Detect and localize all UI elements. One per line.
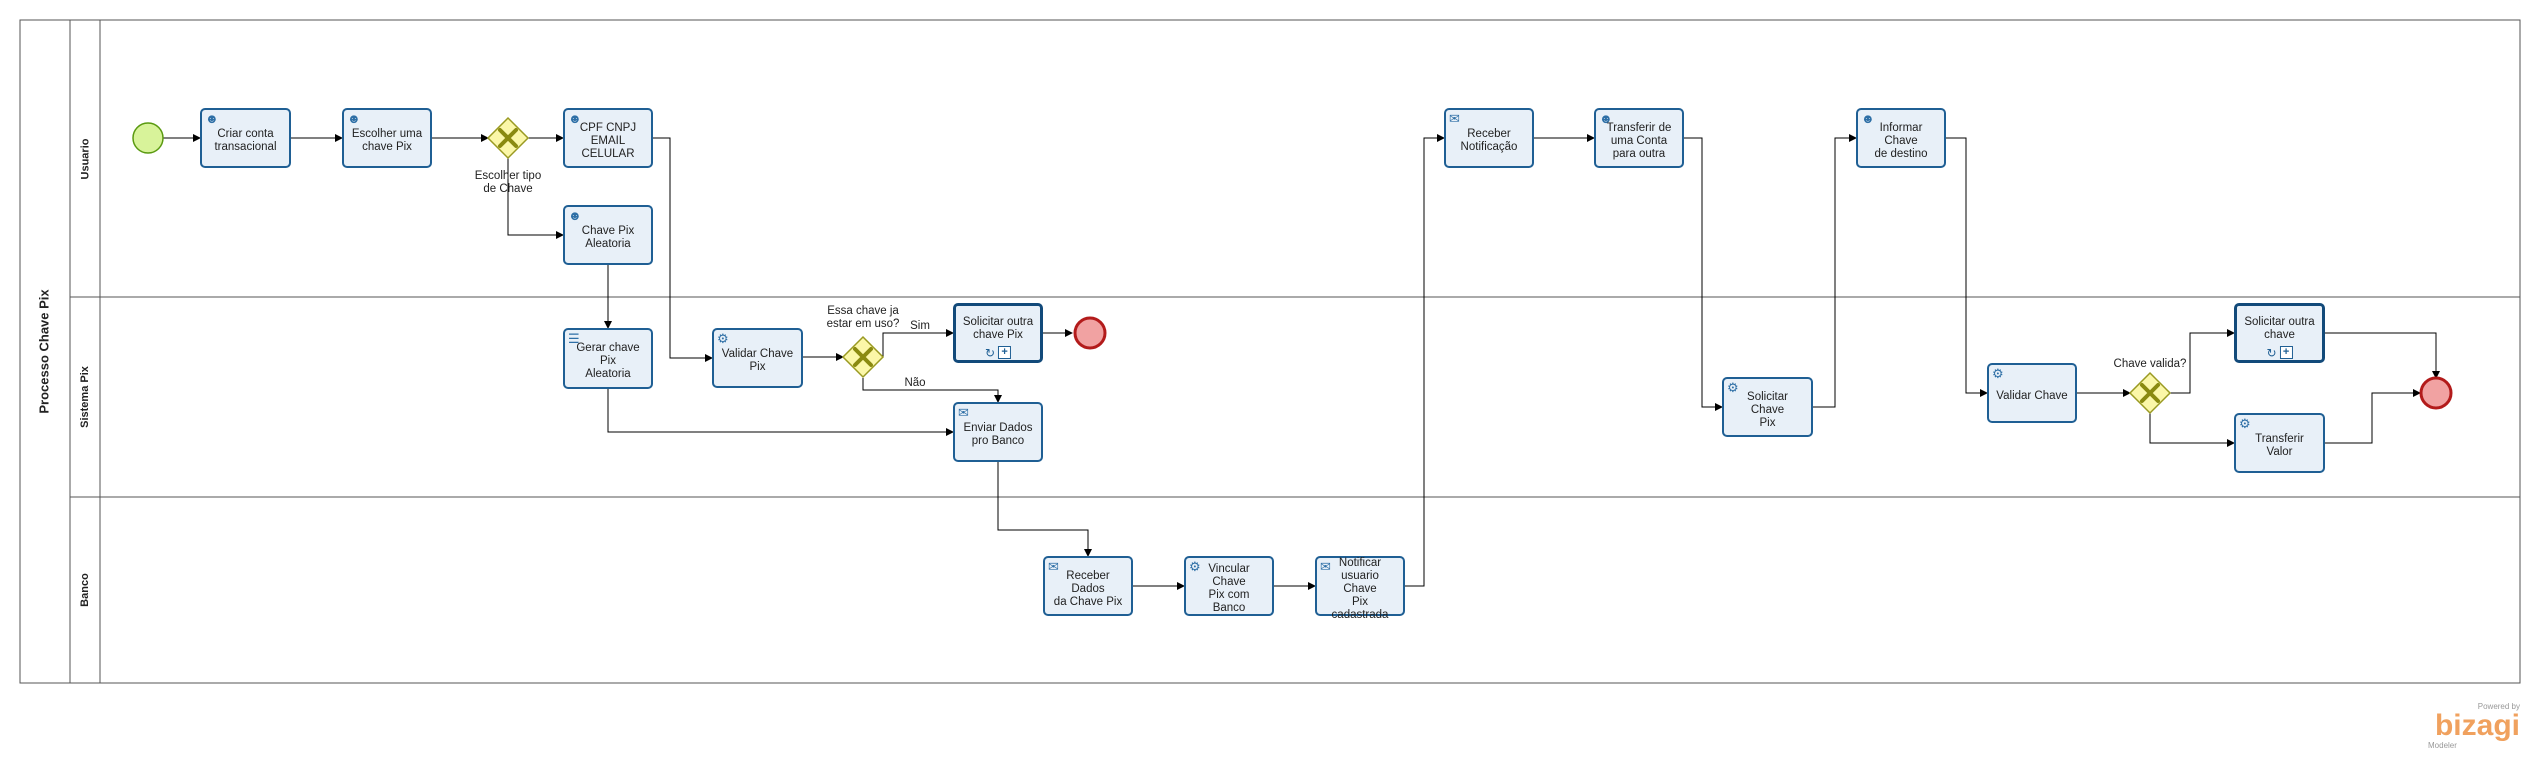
script-icon: ☰: [568, 331, 580, 346]
task-transferir-conta-label: Transferir de uma Conta para outra: [1606, 121, 1672, 160]
sequence-flows: [163, 134, 2440, 590]
task-gerar-chave-label: Gerar chave Pix Aleatoria: [576, 342, 640, 380]
flow-gw3-solicitar2: [2170, 329, 2235, 394]
subprocess-solicitar-outra-1-label: Solicitar outra chave Pix: [962, 316, 1034, 341]
task-solicitar-chave-pix-label: Solicitar Chave Pix: [1747, 390, 1788, 429]
envelope-outline-icon: ✉: [1449, 111, 1460, 126]
task-vincular-label: Vincular Chave Pix com Banco: [1208, 563, 1250, 614]
expand-icon[interactable]: +: [2279, 346, 2293, 359]
task-receber-notificacao-label: Receber Notificação: [1460, 128, 1518, 153]
task-notificar-label: Notificar usuario Chave Pix cadastrada: [1331, 556, 1389, 621]
gateway-valida: [2128, 371, 2172, 415]
task-cpf-cnpj[interactable]: ☻ CPF CNPJ EMAIL CELULAR: [563, 108, 653, 168]
flow-gw3-transferir: [2149, 413, 2235, 447]
flow-informar-validar: [1946, 137, 1988, 397]
gear-icon: ⚙: [1727, 380, 1739, 395]
start-event: [132, 122, 164, 154]
gateway-valida-label: Chave valida?: [2113, 358, 2187, 370]
subprocess-solicitar-outra-2[interactable]: Solicitar outra chave ↻ +: [2234, 303, 2325, 363]
flow-solicitar2-end2: [2325, 332, 2440, 379]
gear-icon: ⚙: [1992, 366, 2004, 381]
loop-icon: ↻: [2266, 345, 2277, 360]
task-enviar-dados[interactable]: ✉ Enviar Dados pro Banco: [953, 402, 1043, 462]
task-gerar-chave[interactable]: ☰ Gerar chave Pix Aleatoria: [563, 328, 653, 389]
end-event-2: [2419, 376, 2453, 410]
user-icon: ☻: [347, 111, 361, 126]
lane-usuario: Usuario: [70, 20, 100, 297]
task-transferir-conta[interactable]: ☻ Transferir de uma Conta para outra: [1594, 108, 1684, 168]
task-criar-conta[interactable]: ☻ Criar conta transacional: [200, 108, 291, 168]
gateway-tipo-chave: [486, 116, 530, 160]
task-notificar[interactable]: ✉ Notificar usuario Chave Pix cadastrada: [1315, 556, 1405, 621]
flow-cpf-validar: [653, 137, 713, 362]
task-transferir-valor[interactable]: ⚙ Transferir Valor: [2234, 413, 2325, 473]
expand-icon[interactable]: +: [998, 346, 1012, 359]
flow-transferir-solicitarChave: [1684, 137, 1723, 411]
bizagi-logo: Powered by bizagi Modeler: [2420, 702, 2520, 750]
task-validar-chave-pix[interactable]: ⚙ Validar Chave Pix: [712, 328, 803, 388]
flow-gw2-enviar: [862, 378, 1002, 403]
task-receber-notificacao[interactable]: ✉ Receber Notificação: [1444, 108, 1534, 168]
gear-icon: ⚙: [2239, 416, 2251, 431]
user-icon: ☻: [568, 111, 582, 126]
user-icon: ☻: [1599, 111, 1613, 126]
task-informar-destino[interactable]: ☻ Informar Chave de destino: [1856, 108, 1946, 168]
lane-usuario-title: Usuario: [79, 138, 91, 179]
flow-solicitarChave-informar: [1813, 134, 1857, 408]
gateway-tipo-chave-label: Escolher tipo de Chave: [474, 170, 542, 195]
flow-label-sim: Sim: [910, 320, 930, 332]
lane-banco-title: Banco: [79, 573, 91, 607]
flow-notificar-receberNot: [1405, 134, 1445, 587]
gateway-em-uso-label: Essa chave ja estar em uso?: [826, 305, 900, 330]
task-escolher-chave[interactable]: ☻ Escolher uma chave Pix: [342, 108, 432, 168]
user-icon: ☻: [205, 111, 219, 126]
lane-banco: Banco: [70, 497, 100, 683]
flow-transferir-end2: [2325, 389, 2421, 444]
gear-icon: ⚙: [1189, 559, 1201, 574]
envelope-filled-icon: ✉: [1320, 559, 1331, 574]
user-icon: ☻: [1861, 111, 1875, 126]
task-escolher-chave-label: Escolher uma chave Pix: [351, 128, 423, 153]
task-cpf-cnpj-label: CPF CNPJ EMAIL CELULAR: [579, 121, 637, 160]
task-transferir-valor-label: Transferir Valor: [2255, 433, 2304, 458]
task-validar-chave-pix-label: Validar Chave Pix: [721, 348, 794, 373]
subprocess-solicitar-outra-1[interactable]: Solicitar outra chave Pix ↻ +: [953, 303, 1043, 363]
task-chave-aleatoria-label: Chave Pix Aleatoria: [581, 225, 635, 250]
pool-frame: [19, 19, 2521, 684]
flow-enviar-receber: [997, 462, 1092, 557]
envelope-filled-icon: ✉: [958, 405, 969, 420]
task-validar-chave-label: Validar Chave: [1996, 389, 2068, 402]
task-chave-aleatoria[interactable]: ☻ Chave Pix Aleatoria: [563, 205, 653, 265]
flow-gerar-enviar: [607, 389, 954, 436]
end-event-1: [1073, 316, 1107, 350]
pool-title-text: Processo Chave Pix: [36, 289, 52, 414]
brand-name: bizagi: [2434, 709, 2520, 742]
gear-icon: ⚙: [717, 331, 729, 346]
powered-by-text: Powered by: [2477, 702, 2520, 711]
user-icon: ☻: [568, 208, 582, 223]
lane-sistema-title: Sistema Pix: [79, 366, 92, 428]
task-enviar-dados-label: Enviar Dados pro Banco: [963, 422, 1033, 447]
subprocess-solicitar-outra-2-label: Solicitar outra chave: [2244, 316, 2315, 341]
task-receber-dados[interactable]: ✉ Receber Dados da Chave Pix: [1043, 556, 1133, 616]
brand-product: Modeler: [2428, 741, 2457, 750]
task-criar-conta-label: Criar conta transacional: [214, 128, 277, 153]
flow-gw2-solicitar: [878, 329, 954, 358]
task-informar-destino-label: Informar Chave de destino: [1874, 121, 1928, 160]
task-validar-chave[interactable]: ⚙ Validar Chave: [1987, 363, 2077, 423]
loop-icon: ↻: [984, 345, 996, 360]
flow-gw1-aleatoria: [507, 158, 564, 239]
task-receber-dados-label: Receber Dados da Chave Pix: [1053, 569, 1123, 608]
task-solicitar-chave-pix[interactable]: ⚙ Solicitar Chave Pix: [1722, 377, 1813, 437]
gateway-em-uso: [841, 335, 885, 379]
pool-title: Processo Chave Pix: [18, 20, 70, 683]
lane-sistema: Sistema Pix: [70, 297, 100, 497]
task-vincular[interactable]: ⚙ Vincular Chave Pix com Banco: [1184, 556, 1274, 616]
flow-label-nao: Não: [904, 377, 926, 389]
envelope-outline-icon: ✉: [1048, 559, 1059, 574]
